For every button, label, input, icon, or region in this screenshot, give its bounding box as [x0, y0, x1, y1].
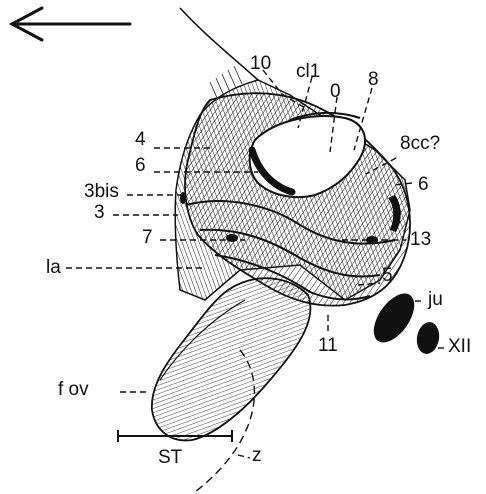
label-10: 10 [250, 54, 271, 73]
label-fov: f ov [58, 380, 89, 399]
label-6-left: 6 [135, 156, 146, 175]
label-5: 5 [382, 266, 393, 285]
left-arrow-icon [12, 8, 130, 40]
label-8cc: 8cc? [400, 134, 440, 153]
label-XII: XII [448, 337, 471, 356]
label-6-right: 6 [418, 175, 429, 194]
upper-outline [180, 8, 258, 80]
label-8: 8 [368, 70, 379, 89]
label-13: 13 [410, 230, 431, 249]
label-7: 7 [142, 228, 153, 247]
label-ST: ST [158, 448, 182, 467]
label-3bis: 3bis [84, 182, 119, 201]
label-cl1: cl1 [296, 62, 320, 81]
label-4: 4 [135, 130, 146, 149]
label-11: 11 [318, 336, 338, 355]
hypoglossal-foramen [414, 320, 441, 355]
label-3: 3 [94, 203, 105, 222]
label-0: 0 [330, 82, 341, 101]
label-ju: ju [428, 290, 443, 309]
label-z: z [252, 446, 262, 465]
label-la: la [46, 258, 61, 277]
